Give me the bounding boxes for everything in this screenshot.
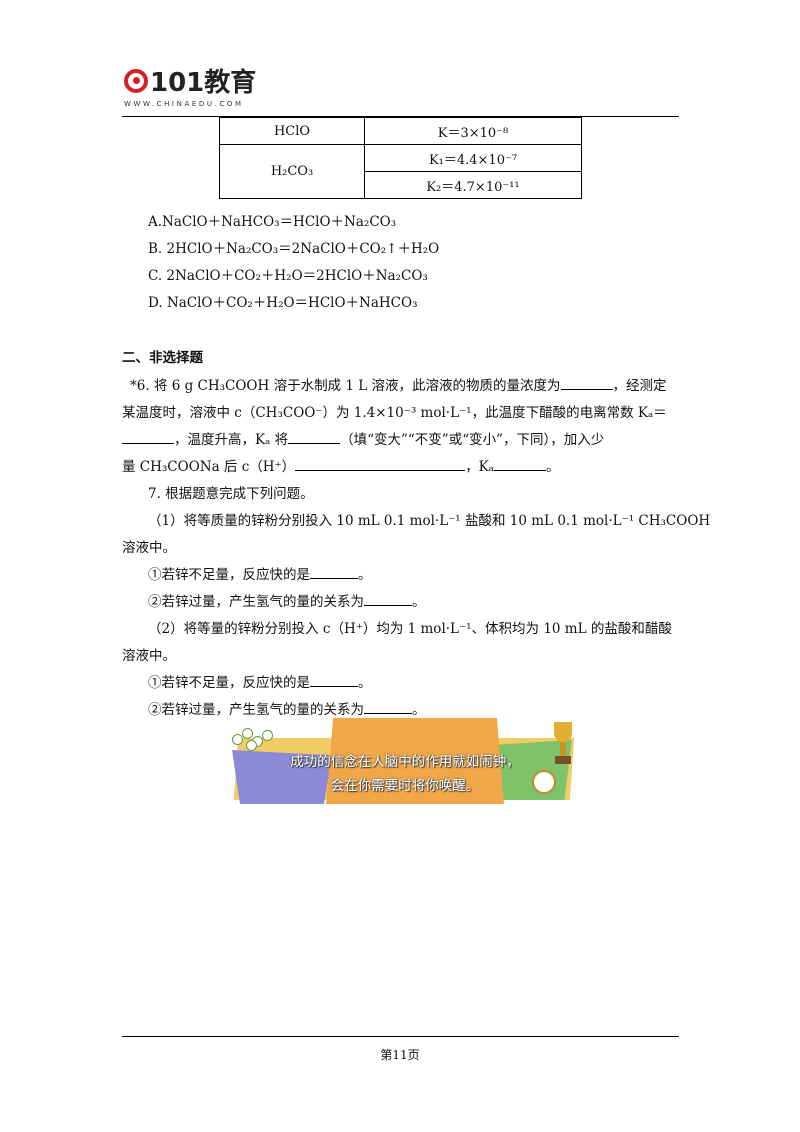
answer-blank[interactable] <box>493 458 546 471</box>
q7-text: 。 <box>412 594 426 610</box>
banner-quote-line1: 成功的信念在人脑中的作用就如闹钟， <box>290 754 520 770</box>
option-a: A.NaClO＋NaHCO₃＝HClO＋Na₂CO₃ <box>148 214 397 230</box>
q7-text: ①若锌不足量，反应快的是 <box>148 567 310 583</box>
table-cell-constant: K₂＝4.7×10⁻¹¹ <box>364 171 582 199</box>
q7-part1: （1）将等质量的锌粉分别投入 10 mL 0.1 mol·L⁻¹ 盐酸和 10 … <box>148 513 711 529</box>
motivational-banner: 成功的信念在人脑中的作用就如闹钟， 会在你需要时将你唤醒。 <box>226 718 584 804</box>
q7-text: ②若锌过量，产生氢气的量的关系为 <box>148 594 364 610</box>
answer-blank[interactable] <box>310 674 358 687</box>
banner-left-panel <box>232 750 332 804</box>
option-d: D. NaClO＋CO₂＋H₂O＝HClO＋NaHCO₃ <box>148 295 418 311</box>
q7-part2-q1: ①若锌不足量，反应快的是 。 <box>148 671 372 691</box>
q6-text: ，温度升高，Kₐ 将 <box>174 432 289 448</box>
answer-blank[interactable] <box>364 701 412 714</box>
q7-text: ②若锌过量，产生氢气的量的关系为 <box>148 702 364 718</box>
table-cell-acid: H₂CO₃ <box>219 144 365 199</box>
answer-blank[interactable] <box>122 431 174 444</box>
q6-text: ，经测定 <box>612 378 667 394</box>
answer-blank[interactable] <box>295 458 466 471</box>
logo-ring-icon <box>124 68 148 93</box>
q6-line3: ，温度升高，Kₐ 将 （填“变大”“不变”或“变小”，下同），加入少 <box>122 428 604 448</box>
q6-text: 量 CH₃COONa 后 c（H⁺） <box>122 459 296 475</box>
q7-text: 。 <box>412 702 426 718</box>
table-row: HClO K＝3×10⁻⁸ <box>219 117 582 145</box>
q7-title: 7. 根据题意完成下列问题。 <box>148 486 314 502</box>
q6-text: ，Kₐ <box>465 459 494 475</box>
option-c: C. 2NaClO＋CO₂＋H₂O＝2HClO＋Na₂CO₃ <box>148 268 428 284</box>
section-title: 二、非选择题 <box>122 350 203 366</box>
trophy-icon <box>554 722 572 766</box>
flowers-icon <box>230 724 278 752</box>
answer-blank[interactable] <box>310 566 358 579</box>
banner-center-panel <box>326 718 504 804</box>
logo-text: 101教育 <box>150 68 257 98</box>
answer-blank[interactable] <box>364 593 412 606</box>
answer-blank[interactable] <box>288 431 341 444</box>
q7-part1-cont: 溶液中。 <box>122 540 176 556</box>
q6-text: *6. 将 6 g CH₃COOH 溶于水制成 1 L 溶液，此溶液的物质的量浓… <box>130 378 561 394</box>
q7-text: ①若锌不足量，反应快的是 <box>148 675 310 691</box>
q7-part2: （2）将等量的锌粉分别投入 c（H⁺）均为 1 mol·L⁻¹、体积均为 10 … <box>148 621 672 637</box>
q7-text: 。 <box>358 675 372 691</box>
q7-part1-q1: ①若锌不足量，反应快的是 。 <box>148 563 372 583</box>
q7-part2-cont: 溶液中。 <box>122 648 176 664</box>
table-cell-constant: K＝3×10⁻⁸ <box>364 117 582 145</box>
table-cell-acid: HClO <box>219 117 365 145</box>
banner-quote-line2: 会在你需要时将你唤醒。 <box>330 778 480 794</box>
table-row: K₂＝4.7×10⁻¹¹ <box>220 171 582 199</box>
q7-text: 。 <box>358 567 372 583</box>
table-row: H₂CO₃ K₁＝4.4×10⁻⁷ <box>219 144 582 199</box>
logo-subtitle: WWW.CHINAEDU.COM <box>124 100 244 108</box>
alarm-clock-icon <box>532 770 556 794</box>
answer-blank[interactable] <box>560 377 613 390</box>
q6-text: 。 <box>545 459 560 475</box>
header-divider <box>122 116 679 117</box>
page-number: 第11页 <box>380 1048 420 1062</box>
q6-line2: 某温度时，溶液中 c（CH₃COO⁻）为 1.4×10⁻³ mol·L⁻¹，此温… <box>122 405 667 421</box>
table-cell-constant: K₁＝4.4×10⁻⁷ <box>364 144 582 172</box>
q7-part2-q2: ②若锌过量，产生氢气的量的关系为 。 <box>148 698 426 718</box>
ionization-constant-table: HClO K＝3×10⁻⁸ H₂CO₃ K₁＝4.4×10⁻⁷ K₂＝4.7×1… <box>219 117 582 199</box>
q6-text: （填“变大”“不变”或“变小”，下同），加入少 <box>340 432 605 448</box>
q6-line4: 量 CH₃COONa 后 c（H⁺） ，Kₐ 。 <box>122 455 559 475</box>
option-b: B. 2HClO＋Na₂CO₃＝2NaClO＋CO₂↑＋H₂O <box>148 241 440 257</box>
q7-part1-q2: ②若锌过量，产生氢气的量的关系为 。 <box>148 590 426 610</box>
footer-divider <box>122 1036 679 1037</box>
logo: 101教育 WWW.CHINAEDU.COM <box>124 62 256 108</box>
q6-line1: *6. 将 6 g CH₃COOH 溶于水制成 1 L 溶液，此溶液的物质的量浓… <box>130 374 667 394</box>
